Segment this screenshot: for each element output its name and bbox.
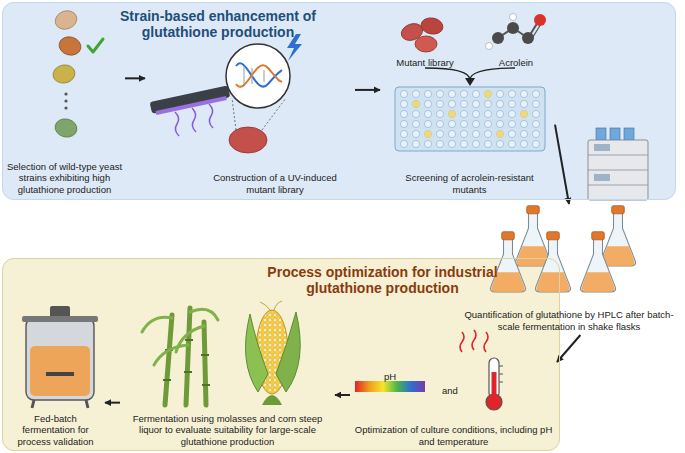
step-caption: Screening of acrolein-resistant mutants (402, 172, 537, 198)
section-panel: Strain-based enhancement of glutathione … (2, 2, 676, 200)
flow-arrow (125, 77, 145, 79)
process-step: Fed-batch fermentation for process valid… (6, 302, 105, 450)
step-caption: Selection of wild-type yeast strains exh… (6, 161, 123, 198)
step-caption: Fermentation using molasses and corn ste… (122, 413, 333, 450)
section-panel: Process optimization for industrial glut… (2, 258, 560, 451)
process-step: Fermentation using molasses and corn ste… (120, 302, 335, 450)
label-holder: Mutant library (396, 52, 454, 70)
label-holder: pH (384, 366, 396, 384)
flow-arrow (555, 125, 569, 204)
panel-title: Process optimization for industrial glut… (265, 265, 500, 296)
process-step: Screening of acrolein-resistant mutants (380, 5, 555, 198)
process-step: Selection of wild-type yeast strains exh… (4, 5, 125, 198)
figure-label: pH (384, 371, 396, 382)
figure-label: and (442, 385, 458, 396)
flow-arrow (557, 335, 580, 362)
label-holder: and (442, 380, 458, 398)
label-holder: Acrolein (499, 52, 533, 70)
figure-label: Acrolein (499, 57, 533, 68)
step-caption: Optimization of culture conditions, incl… (352, 424, 555, 450)
step-caption: Fed-batch fermentation for process valid… (7, 413, 104, 450)
flow-arrow (105, 402, 120, 404)
flow-arrow (335, 394, 350, 396)
step-caption: Construction of a UV-induced mutant libr… (205, 172, 345, 198)
flow-arrow (355, 89, 380, 91)
figure-label: Mutant library (396, 57, 454, 68)
step-caption: Quantification of glutathione by HPLC af… (457, 309, 681, 335)
panel-title: Strain-based enhancement of glutathione … (118, 9, 318, 40)
